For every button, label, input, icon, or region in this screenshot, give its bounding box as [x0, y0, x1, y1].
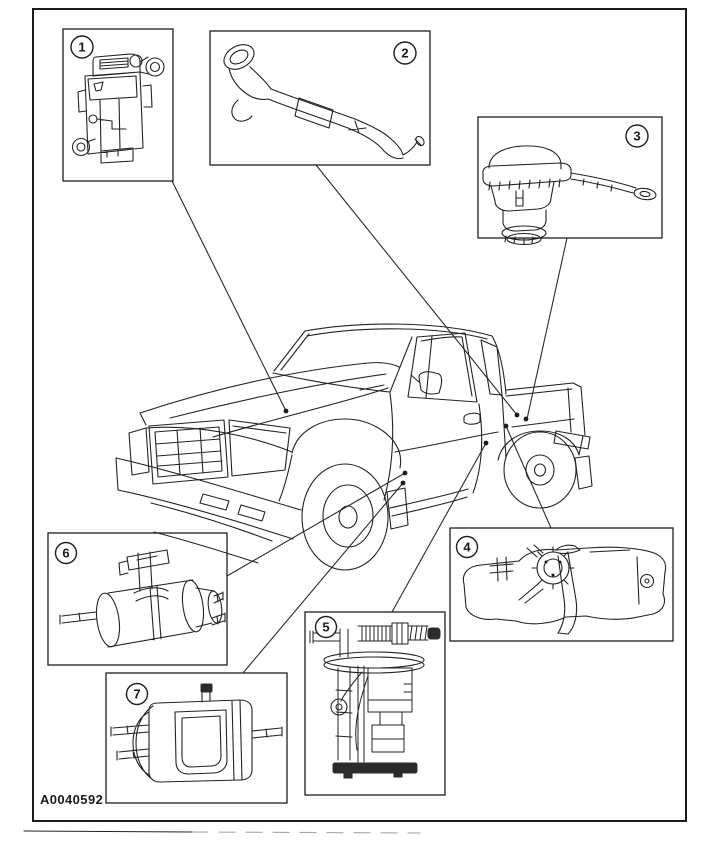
callout-number-2: 2: [401, 46, 408, 61]
callout-badge-5: [314, 615, 338, 639]
callout-box-4: [449, 527, 674, 642]
fuel-filter-lines: [59, 549, 226, 648]
pump-module-flange-bottom: [323, 656, 425, 674]
fuel-pump-ring-outer: [536, 551, 570, 585]
inertia-switch-lower-ring-inner: [76, 142, 86, 152]
leader-dot-5: [483, 440, 489, 446]
leader-dot-4: [503, 423, 509, 429]
filler-cap-lines: [482, 145, 637, 245]
front-wheel-tire: [301, 463, 389, 571]
part-fuel-filler-cap-illustration: [482, 145, 657, 246]
callout-box-1: [62, 28, 174, 182]
callout-number-6: 6: [62, 546, 69, 561]
fuel-pump-ring-dot: [551, 573, 555, 577]
leader-line-4: [505, 425, 552, 529]
callout-number-3: 3: [633, 129, 640, 144]
leader-dot-6: [402, 470, 408, 476]
fuel-pump-ring-dot: [558, 560, 562, 564]
pickup-truck-illustration: [115, 323, 593, 571]
part-inertia-switch-illustration: [71, 53, 165, 164]
leader-dot-7: [400, 480, 406, 486]
rear-wheel-tire: [503, 431, 577, 509]
rear-wheel-rim: [525, 454, 555, 486]
inertia-switch-mount-ring-outer: [145, 57, 165, 77]
truck-detail-lines: [359, 371, 593, 530]
filler-pipe-end-fitting: [415, 135, 425, 147]
part-fuel-filter-illustration: [59, 549, 226, 648]
callout-badge-4: [455, 535, 479, 559]
inertia-switch-lines: [77, 53, 153, 164]
truck-grille-and-lamps: [128, 419, 291, 485]
pump-module-base: [332, 762, 418, 774]
filler-cap-base-ring: [501, 225, 547, 241]
truck-glass-lines: [407, 332, 503, 403]
callout-badge-2: [393, 41, 417, 65]
truck-body-lines: [139, 323, 586, 517]
callout-number-5: 5: [322, 620, 329, 635]
leader-line-1: [171, 180, 287, 412]
fuel-tank-drain-outer: [639, 573, 655, 589]
part-fuel-filler-pipe-illustration: [223, 44, 425, 160]
pump-float-arm-loop: [330, 698, 348, 716]
callout-badges: 1 2 3 4 5 6 7: [54, 35, 649, 706]
bottom-rule-line: [23, 830, 193, 833]
callout-box-6: [47, 532, 228, 666]
fuel-tank-details: [489, 544, 640, 635]
pump-float-arm-loop-inner: [335, 703, 343, 711]
leader-dot-3: [523, 416, 529, 422]
callout-badge-7: [125, 682, 149, 706]
filler-pipe-opening-outer: [223, 44, 255, 70]
pump-module-fitting-tip: [427, 627, 441, 640]
callout-badge-1: [70, 35, 94, 59]
leader-dot-2: [514, 412, 520, 418]
callout-badge-6: [54, 541, 78, 565]
pump-module-body: [335, 665, 413, 763]
callout-box-3: [477, 116, 663, 239]
leader-dot-1: [283, 408, 289, 414]
front-wheel-hub: [338, 505, 358, 529]
pump-module-foot: [343, 772, 353, 779]
leader-line-3: [526, 237, 568, 420]
inertia-switch-button: [88, 114, 98, 124]
callout-number-7: 7: [133, 687, 140, 702]
filler-cap-base-bottom: [506, 232, 542, 246]
figure-code-label: A0040592: [40, 792, 103, 807]
fuel-tank-drain-inner: [644, 578, 650, 584]
leader-line-5: [391, 442, 487, 613]
rear-wheel-hub: [533, 463, 547, 477]
inertia-switch-lower-ring-outer: [71, 137, 91, 157]
part-fuel-pump-module-illustration: [309, 622, 441, 779]
callout-boxes: [47, 28, 674, 804]
filler-cap-tether-loop-inner: [639, 190, 651, 198]
inertia-switch-small-ring: [129, 54, 143, 68]
callout-number-4: 4: [463, 540, 471, 555]
filler-cap-tether-loop-outer: [633, 187, 657, 201]
leader-line-6: [226, 472, 406, 577]
figure-border: [32, 8, 687, 822]
part-fuel-tank-illustration: [462, 544, 667, 635]
truck-bumper-lines: [115, 457, 302, 564]
callout-box-7: [105, 672, 288, 804]
filler-pipe-opening-inner: [229, 49, 249, 65]
callout-badge-3: [625, 124, 649, 148]
part-fuel-reservoir-illustration: [110, 683, 283, 783]
inertia-switch-mount-ring-inner: [149, 61, 161, 73]
leader-lines: [171, 164, 568, 674]
fuel-pump-ring-inner: [543, 558, 563, 578]
callout-box-5: [304, 611, 446, 796]
callout-number-1: 1: [78, 40, 85, 55]
front-wheel-rim: [322, 484, 374, 548]
fuel-reservoir-nipple-tip: [200, 683, 213, 693]
callout-box-2: [209, 30, 431, 166]
fuel-tank-outline: [462, 546, 667, 625]
pump-module-foot: [393, 771, 403, 778]
fuel-pump-ring-dot: [544, 560, 548, 564]
filler-pipe-lines: [228, 66, 422, 160]
bottom-rule-line-faded: [191, 831, 421, 834]
leader-line-7: [242, 482, 404, 674]
leader-line-2: [315, 164, 518, 416]
fuel-reservoir-lines: [110, 688, 283, 783]
